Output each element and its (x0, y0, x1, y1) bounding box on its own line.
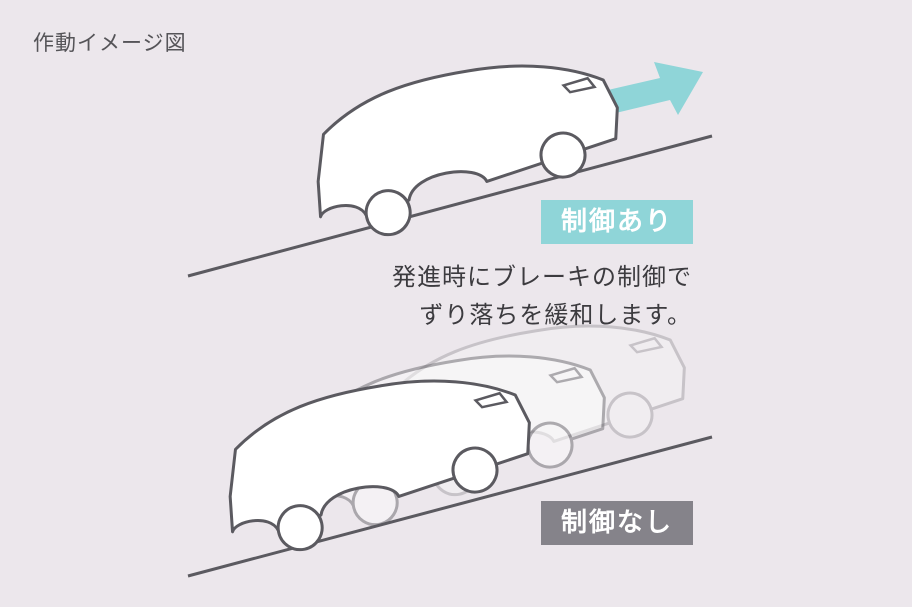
lower-slope-line (187, 435, 713, 578)
page-title: 作動イメージ図 (33, 31, 187, 55)
description: 発進時にブレーキの制御で ずり落ちを緩和します。 (392, 258, 692, 334)
badge-with-control: 制御あり (541, 200, 693, 244)
description-line-2: ずり落ちを緩和します。 (419, 301, 692, 329)
car-without-control (207, 354, 547, 565)
badge-without-control: 制御なし (541, 501, 693, 545)
upper-slope-line (187, 134, 713, 278)
description-line-1: 発進時にブレーキの制御で (392, 263, 692, 291)
